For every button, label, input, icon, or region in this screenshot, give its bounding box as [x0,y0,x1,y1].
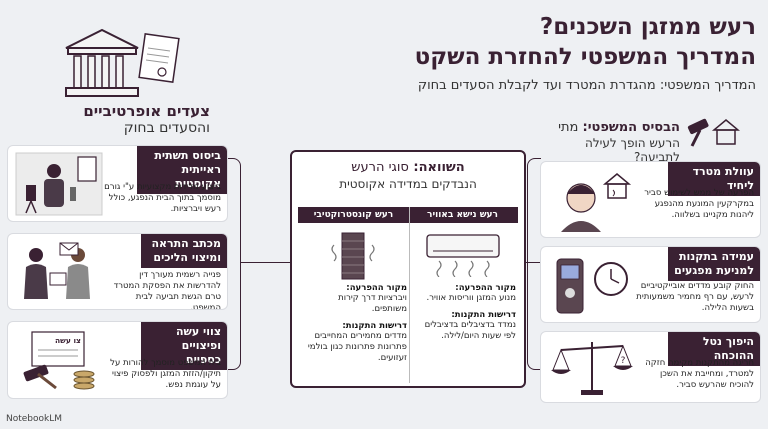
column-header: רעש נישא באוויר [407,207,518,223]
comparison-subheading: הנבדקים במדידה אקוסטית [339,177,477,191]
card-title: ביסוס תשתית ראייתית אקוסטית [137,146,227,194]
column-header: רעש קונסטרוקטיבי [298,207,409,223]
card-title: מכתב התראה ומיצוי הליכים [141,234,227,268]
sound-meter-clock-icon [556,258,628,314]
left-card-evidence: ביסוס תשתית ראייתית אקוסטית ביצוע מדידות… [8,146,227,221]
left-card-injunction: צווי עשה ופיצויים כספיים בית המשפט מוסמך… [8,322,227,398]
card-body: ביצוע מדידות מקצועיות ע"י גורם מוסמך בתו… [104,182,221,214]
source-label: מקור ההפרעה: [346,283,407,293]
card-title: עוולת מטרד ליחיד [668,162,760,196]
comparison-panel: השוואה: סוגי הרעש הנבדקים במדידה אקוסטית… [290,150,526,388]
card-title: צווי עשה ופיצויים כספיים [141,322,227,370]
wall-vibration-icon [331,232,375,280]
left-card-warning-letter: מכתב התראה ומיצוי הליכים פנייה רשמית מעו… [8,234,227,309]
distressed-neighbor-icon [561,173,632,232]
comparison-heading-bold: השוואה: [413,160,465,175]
requirements-label: דרישות התקנות: [342,321,407,331]
page-title-line2: המדריך המשפטי להחזרת השקט [414,44,756,70]
gavel-coins-icon [23,331,95,390]
left-heading-rest: והסעדים בחוק [123,120,210,136]
structural-noise-column: רעש קונסטרוקטיבי מקור ההפרעה: ויברציות ד… [298,207,409,383]
requirements-text: מדדים מחמירים המחייבים פתרונות פתרונות כ… [307,331,407,363]
right-heading-rest1: מתי [558,120,579,135]
comparison-heading-rest: סוגי הרעש [351,160,409,175]
lawyer-handshake-icon [24,242,90,299]
card-body: הפרעה של ממש לשימוש סביר במקרקעין המונעת… [644,188,754,220]
requirements-label: דרישות התקנות: [451,310,516,320]
comparison-heading: השוואה: סוגי הרעש [292,160,524,176]
airborne-noise-column: רעש נישא באוויר מקור ההפרעה: מנוע המזגן … [407,207,518,383]
card-body: החוק קובע מדדים אובייקטיביים לרעש, עם רף… [636,281,754,313]
courthouse-icon [65,28,180,97]
right-heading-bold: הבסיס המשפטי: [582,120,681,135]
air-conditioner-icon [426,234,500,277]
card-body: חריגה מהתקנות מקימה חזקה למטרד, ומחייבת … [645,358,754,390]
page-subtitle: המדריך המשפטי: מהגדרת המטרד ועד לקבלת הס… [417,78,756,93]
card-title: היפוך נטל ההוכחה [668,332,760,366]
svg-text:?: ? [621,356,626,366]
right-card-regulations: עמידה בתקנות למניעת מפגעים החוק קובע מדד… [541,247,760,322]
requirements-text: נמדד בדציבלים בדציבלים לפי שעות היום/ליל… [424,320,516,341]
right-heading-line1: הבסיס המשפטי: מתי [540,120,680,135]
card-body: בית המשפט מוסמך להורות על תיקון/הזזת המז… [110,358,221,390]
source-text: מנוע המזגן ווריסות אוויר. [426,293,516,303]
card-body: פנייה רשמית מעורך דין להדרשות את הפסקת ה… [113,270,221,309]
notebooklm-logo: NotebookLM [6,414,63,424]
gavel-house-icon [687,118,740,147]
source-label: מקור ההפרעה: [455,283,516,293]
left-heading-bold: צעדים אופרטיביים [83,102,210,120]
right-heading-line2: הרעש הופך לעילה לתביעה? [585,136,680,164]
card-title: עמידה בתקנות למניעת מפגעים [668,247,760,281]
page-title-line1: רעש ממזגן השכנים? [539,14,756,40]
acoustic-measurement-icon [15,152,103,216]
right-card-burden-of-proof: היפוך נטל ההוכחה חריגה מהתקנות מקימה חזק… [541,332,760,402]
right-card-nuisance: עוולת מטרד ליחיד הפרעה של ממש לשימוש סבי… [541,162,760,237]
source-text: ויברציות דרך קירות משותפים. [338,293,407,314]
injunction-doc-label: צו עשה [55,336,81,345]
scales-of-justice-icon: ? [551,342,633,395]
